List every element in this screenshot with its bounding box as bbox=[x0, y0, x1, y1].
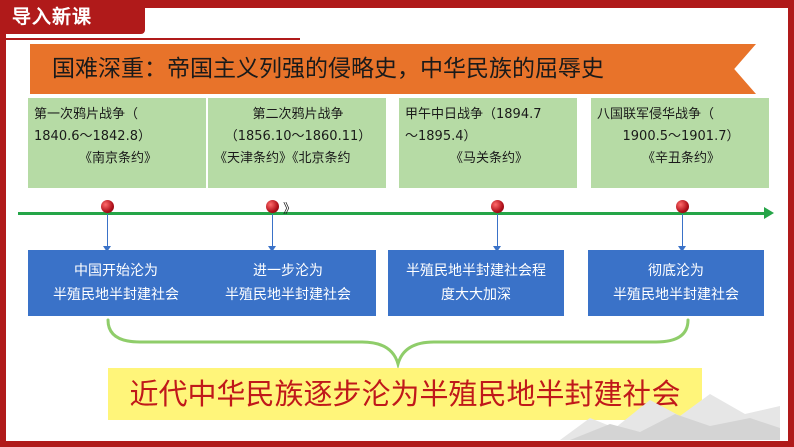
stray-bracket: 》 bbox=[283, 202, 297, 217]
result-line: 半殖民地半封建社会 bbox=[613, 287, 739, 303]
timeline-axis bbox=[18, 212, 768, 215]
event-line: （1856.10～1860.11） bbox=[224, 129, 372, 144]
event-box-eight-nation-alliance: 八国联军侵华战争（ 1900.5～1901.7） 《辛丑条约》 bbox=[591, 98, 769, 188]
connector-line bbox=[107, 214, 108, 250]
title-banner bbox=[30, 44, 756, 94]
event-treaty: 《马关条约》 bbox=[449, 151, 528, 166]
result-line: 中国开始沦为 bbox=[74, 263, 158, 279]
connector-arrowhead bbox=[268, 246, 276, 252]
result-box-2: 进一步沦为 半殖民地半封建社会 bbox=[200, 250, 376, 316]
result-box-4: 彻底沦为 半殖民地半封建社会 bbox=[588, 250, 764, 316]
connector-arrowhead bbox=[103, 246, 111, 252]
result-line: 进一步沦为 bbox=[253, 263, 323, 279]
result-line: 半殖民地半封建社会 bbox=[53, 287, 179, 303]
timeline-arrowhead bbox=[764, 207, 774, 219]
event-box-sino-japanese-war: 甲午中日战争（1894.7 ～1895.4） 《马关条约》 bbox=[399, 98, 577, 188]
result-line: 半殖民地半封建社会 bbox=[225, 287, 351, 303]
slide-top-border bbox=[0, 0, 794, 8]
connector-arrowhead bbox=[493, 246, 501, 252]
section-tab: 导入新课 bbox=[0, 0, 145, 34]
timeline-dot bbox=[266, 200, 279, 213]
event-treaty: 《辛丑条约》 bbox=[641, 151, 720, 166]
event-line: 1840.6～1842.8） bbox=[34, 129, 151, 144]
tab-underline bbox=[0, 38, 300, 40]
connector-line bbox=[682, 214, 683, 250]
event-line: 八国联军侵华战争（ bbox=[597, 107, 715, 122]
connector-line bbox=[497, 214, 498, 250]
connector-arrowhead bbox=[678, 246, 686, 252]
event-box-opium-war-1: 第一次鸦片战争（ 1840.6～1842.8） 《南京条约》 bbox=[28, 98, 206, 188]
result-line: 彻底沦为 bbox=[648, 263, 704, 279]
timeline-dot bbox=[101, 200, 114, 213]
connector-line bbox=[272, 214, 273, 250]
event-line: 第二次鸦片战争 bbox=[252, 107, 344, 122]
event-box-opium-war-2: 第二次鸦片战争 （1856.10～1860.11） 《天津条约》《北京条约 bbox=[208, 98, 386, 188]
event-line: 1900.5～1901.7） bbox=[622, 129, 740, 144]
timeline-dot bbox=[676, 200, 689, 213]
result-line: 半殖民地半封建社会程 bbox=[406, 263, 546, 279]
event-line: 第一次鸦片战争（ bbox=[34, 107, 139, 122]
conclusion-banner: 近代中华民族逐步沦为半殖民地半封建社会 bbox=[108, 368, 702, 420]
mountain-decoration bbox=[560, 394, 780, 440]
event-line: ～1895.4） bbox=[405, 129, 477, 144]
result-box-1: 中国开始沦为 半殖民地半封建社会 bbox=[28, 250, 204, 316]
event-line: 甲午中日战争（1894.7 bbox=[405, 107, 542, 122]
event-treaty: 《天津条约》《北京条约 bbox=[214, 151, 351, 166]
event-treaty: 《南京条约》 bbox=[78, 151, 157, 166]
banner-title: 国难深重：帝国主义列强的侵略史，中华民族的屈辱史 bbox=[52, 56, 604, 82]
curly-brace bbox=[106, 318, 690, 368]
result-box-3: 半殖民地半封建社会程 度大大加深 bbox=[388, 250, 564, 316]
result-line: 度大大加深 bbox=[441, 287, 511, 303]
timeline-dot bbox=[491, 200, 504, 213]
